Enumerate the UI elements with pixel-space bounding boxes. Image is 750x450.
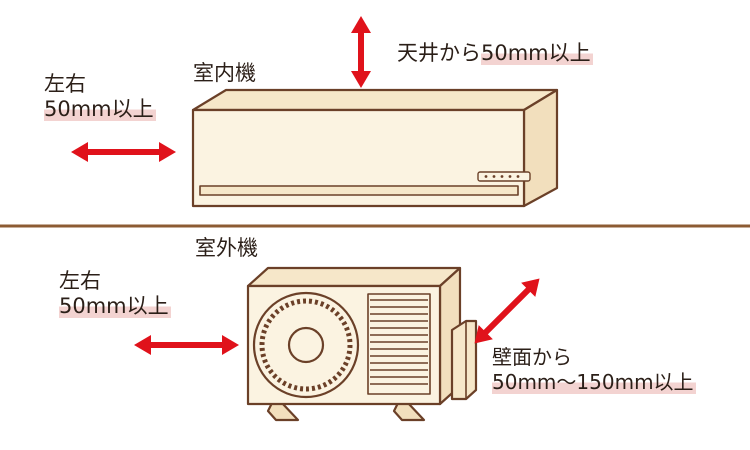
- outdoor-unit-title-text: 室外機: [195, 236, 258, 260]
- wall-clearance-title: 壁面から: [492, 345, 572, 369]
- outdoor-unit-fin-panel: [367, 293, 431, 395]
- outdoor-unit-illustration: [246, 266, 478, 422]
- indoor-unit-top: [191, 88, 559, 112]
- indoor-unit-side: [522, 88, 559, 208]
- wall-clearance-arrow: [474, 278, 540, 344]
- outdoor-unit-fan-hub: [287, 326, 325, 364]
- ceiling-clearance-value: 50mm以上: [481, 41, 593, 65]
- outdoor-unit-fins: [370, 299, 428, 385]
- ceiling-clearance-label: 天井から50mm以上: [397, 41, 593, 66]
- outdoor-unit-valve-cover: [450, 319, 478, 401]
- outdoor-unit-fan-grille: [259, 298, 353, 392]
- outdoor-side-clearance-title: 左右: [59, 269, 101, 293]
- indoor-unit-illustration: [191, 88, 559, 208]
- indoor-unit-title: 室内機: [193, 61, 256, 86]
- wall-clearance-value: 50mm～150mm以上: [492, 370, 696, 394]
- outdoor-unit-foot-left: [266, 401, 300, 422]
- indoor-unit-title-text: 室内機: [193, 61, 256, 85]
- indoor-unit-vent: [199, 185, 519, 196]
- indoor-unit-display: [477, 171, 531, 182]
- ceiling-clearance-arrow: [351, 16, 371, 88]
- outdoor-side-clearance-value: 50mm以上: [59, 294, 171, 318]
- ceiling-clearance-prefix: 天井から: [397, 41, 481, 65]
- indoor-side-clearance-value: 50mm以上: [44, 97, 156, 121]
- clearance-arrows: [71, 16, 540, 355]
- indoor-side-clearance-arrow: [71, 142, 176, 162]
- outdoor-side-clearance-arrow: [134, 335, 239, 355]
- wall-clearance-label: 壁面から 50mm～150mm以上: [492, 345, 696, 395]
- outdoor-unit-top: [246, 266, 462, 288]
- outdoor-unit-foot-right: [392, 401, 426, 422]
- outdoor-unit-title: 室外機: [195, 236, 258, 261]
- outdoor-side-clearance-label: 左右 50mm以上: [59, 269, 171, 319]
- indoor-side-clearance-label: 左右 50mm以上: [44, 72, 156, 122]
- indoor-side-clearance-title: 左右: [44, 72, 86, 96]
